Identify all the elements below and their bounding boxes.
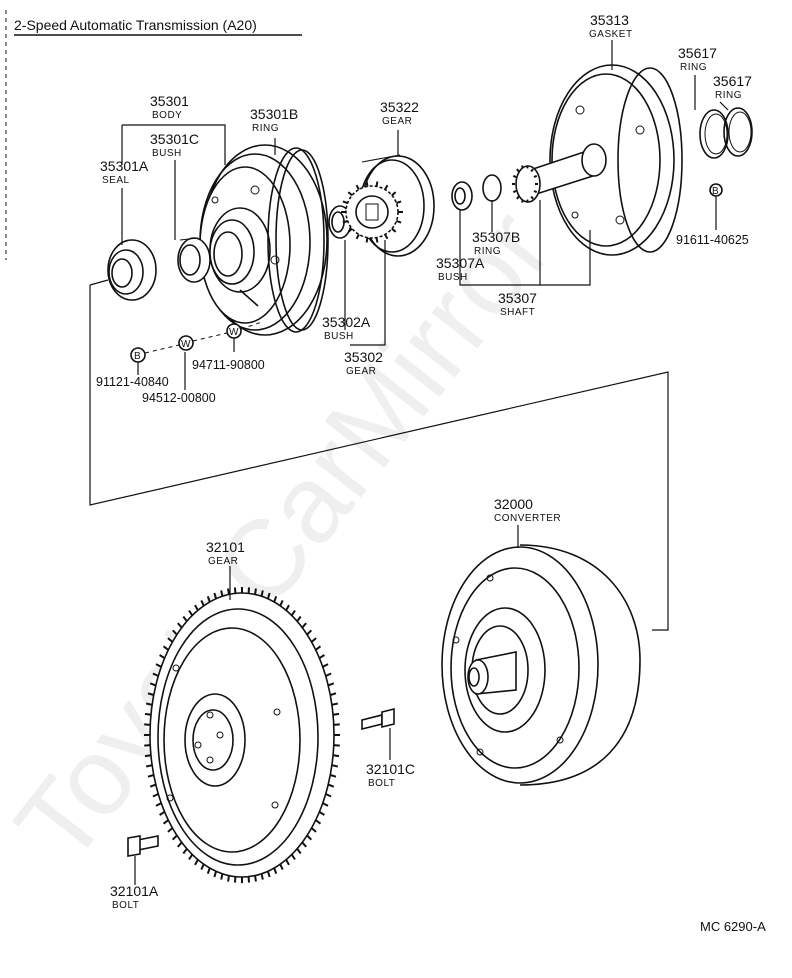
callout-94512-number: 94512-00800: [142, 391, 216, 405]
callout-35301-number: 35301: [150, 93, 189, 109]
callout-35313-name: GASKET: [589, 29, 633, 40]
callout-35307A-name: BUSH: [438, 272, 468, 283]
callout-35302A-number: 35302A: [322, 314, 371, 330]
callout-35302-number: 35302: [344, 349, 383, 365]
callout-35301C-name: BUSH: [152, 148, 182, 159]
callout-35302-name: GEAR: [346, 366, 376, 377]
oil-seal: [107, 239, 157, 301]
pump-ring: [267, 147, 329, 333]
callout-35307B-name: RING: [474, 246, 501, 257]
callout-35301B-number: 35301B: [250, 106, 298, 122]
pump-gasket: [617, 67, 683, 253]
callout-91121-number: 91121-40840: [96, 375, 169, 389]
assembly-bracket: [89, 285, 669, 631]
callout-35313-number: 35313: [590, 12, 629, 28]
callout-35617a-number: 35617: [678, 45, 717, 61]
callout-35307-name: SHAFT: [500, 307, 535, 318]
callout-35617a-name: RING: [680, 62, 707, 73]
callout-32101-number: 32101: [206, 539, 245, 555]
assembly-bracket-tick: [89, 279, 109, 286]
ring-gear-teeth: [144, 587, 340, 883]
callout-35307B-number: 35307B: [472, 229, 520, 245]
callout-32101A-number: 32101A: [110, 883, 159, 899]
callout-35302A-name: BUSH: [324, 331, 354, 342]
stator-shaft-ring: [482, 174, 502, 202]
drive-plate-ring-gear: [149, 592, 335, 878]
callout-35301C-number: 35301C: [150, 131, 199, 147]
callout-35322-number: 35322: [380, 99, 419, 115]
stator-shaft-bush: [451, 181, 473, 211]
callout-35301-name: BODY: [152, 110, 182, 121]
callout-35301A-name: SEAL: [102, 175, 130, 186]
callout-35617b-number: 35617: [713, 73, 752, 89]
callout-35301A-number: 35301A: [100, 158, 149, 174]
washer-symbol-94512: W: [178, 335, 194, 351]
stator-shaft-splines: [512, 165, 538, 203]
bolt-symbol-91121: B: [130, 347, 146, 363]
diagram-code: MC 6290-A: [700, 919, 766, 934]
clutch-drum-ring-2: [723, 107, 753, 157]
pump-body-bush: [177, 237, 211, 283]
svg-text:W: W: [229, 327, 239, 338]
drive-plate-bolt: [127, 835, 159, 857]
pump-driven-gear: [345, 185, 399, 239]
svg-text:B: B: [712, 186, 719, 197]
callout-35307-number: 35307: [498, 290, 537, 306]
callout-32101A-name: BOLT: [112, 900, 139, 911]
bolt-symbol-91611: B: [709, 183, 723, 197]
washer-symbol-94711: W: [226, 323, 242, 339]
svg-text:W: W: [181, 339, 191, 350]
stator-shaft: [515, 64, 675, 256]
torque-converter: [441, 544, 641, 786]
callout-35617b-name: RING: [715, 90, 742, 101]
svg-text:B: B: [134, 351, 141, 362]
converter-bolt: [361, 707, 395, 731]
callout-35322-name: GEAR: [382, 116, 412, 127]
pump-body: [199, 144, 328, 336]
leader-lines: [121, 40, 729, 885]
driven-gear-teeth: [341, 181, 403, 243]
fastener-axis-line: [144, 321, 263, 354]
callout-32101C-name: BOLT: [368, 778, 395, 789]
diagram-title: 2-Speed Automatic Transmission (A20): [14, 17, 257, 33]
callout-32000-name: CONVERTER: [494, 513, 561, 524]
callout-32101-name: GEAR: [208, 556, 238, 567]
callout-32101C-number: 32101C: [366, 761, 415, 777]
callout-32000-number: 32000: [494, 496, 533, 512]
callout-35307A-number: 35307A: [436, 255, 485, 271]
clutch-drum-ring-1: [699, 109, 729, 159]
callout-35301B-name: RING: [252, 123, 279, 134]
callout-94711-number: 94711-90800: [192, 358, 265, 372]
callout-91611-number: 91611-40625: [676, 233, 749, 247]
